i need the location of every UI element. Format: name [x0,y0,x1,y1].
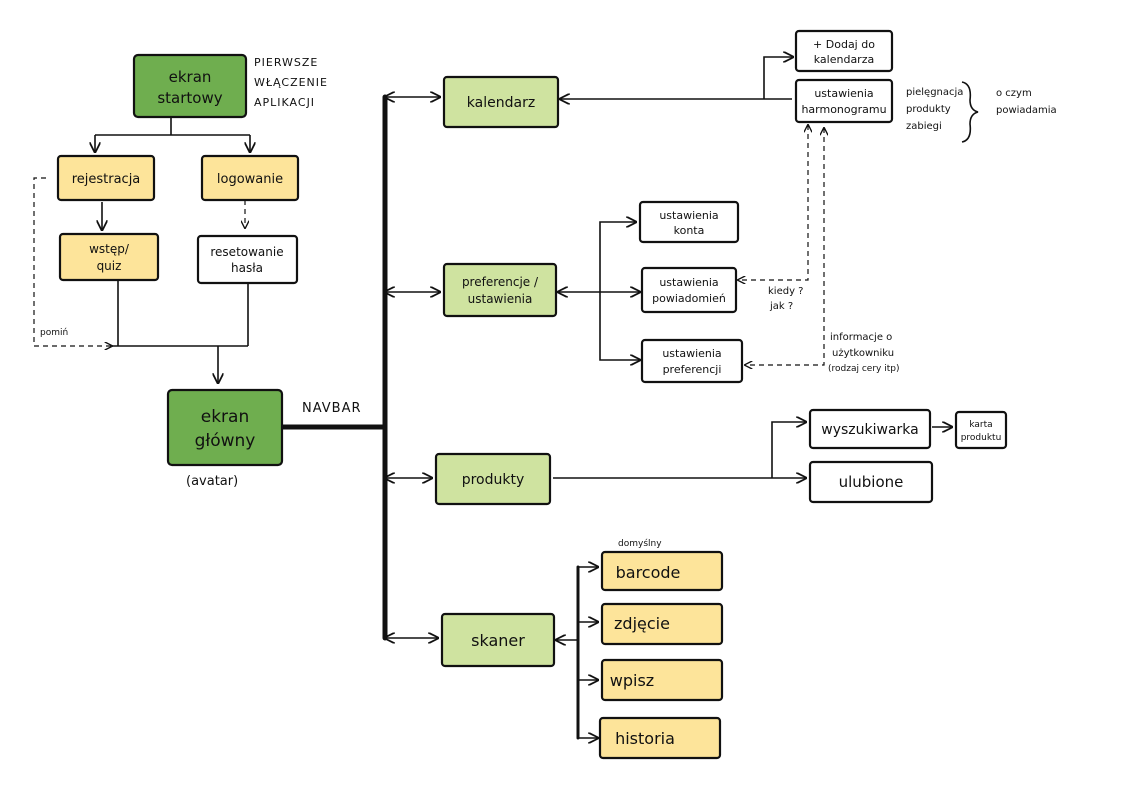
node-rejestracja-label: rejestracja [72,172,141,187]
node-ustawienia-powiadomien: ustawienia powiadomień [640,266,738,314]
note-kiedy: kiedy ? [768,286,803,297]
edge-kalendarz-dodaj [763,57,793,99]
node-powiadomien-line1: ustawienia [659,276,718,289]
node-dodaj-do-kalendarza: + Dodaj do kalendarza [794,29,894,73]
node-skaner-label: skaner [471,631,525,650]
node-ekran-startowy: ekran startowy [132,53,248,119]
note-informacje-line2: użytkowniku [832,348,894,359]
node-ekran-glowny-line1: ekran [201,407,250,427]
note-domyslny: domyślny [618,538,662,549]
note-harmonogram-item-1: pielęgnacja [906,87,963,98]
note-avatar: (avatar) [186,474,238,489]
edge-pomin [33,177,112,346]
note-informacje-line1: informacje o [830,332,892,343]
node-ustawienia-preferencji: ustawienia preferencji [640,338,744,384]
node-logowanie: logowanie [200,154,300,202]
edge-dash-harmonogram-powiadomien [738,125,808,280]
node-preferencje-line2: ustawienia [468,292,533,306]
note-pierwsze-line1: PIERWSZE [254,56,318,69]
node-logowanie-label: logowanie [217,172,283,187]
node-harmonogram-line1: ustawienia [814,87,873,100]
node-preferencje-line1: preferencje / [462,275,539,289]
node-ustawienia-harmonogramu: ustawienia harmonogramu [794,78,894,124]
node-wyszukiwarka-label: wyszukiwarka [821,422,918,438]
node-ulubione: ulubione [808,460,934,504]
node-produkty-label: produkty [462,472,525,488]
node-wstep-quiz-line1: wstęp/ [89,242,130,256]
note-jak: jak ? [769,301,793,312]
node-dodaj-line2: kalendarza [814,53,874,66]
node-konta-line1: ustawienia [659,209,718,222]
node-ekran-glowny-line2: główny [195,431,256,451]
node-barcode-label: barcode [616,563,681,582]
node-historia: historia [598,716,722,760]
node-ulubione-label: ulubione [839,473,904,491]
node-resetowanie-hasla-line2: hasła [231,261,263,275]
node-preferencji-line1: ustawienia [662,347,721,360]
note-harmonogram-item-3: zabiegi [906,121,942,132]
node-preferencje: preferencje / ustawienia [442,262,558,318]
note-pomin: pomiń [40,328,68,338]
note-pierwsze-line3: APLIKACJI [254,96,315,109]
node-powiadomien-line2: powiadomień [652,292,726,305]
edge-start-split [95,117,250,136]
node-karta-line1: karta [969,420,992,430]
node-zdjecie-label: zdjęcie [614,614,670,633]
node-kalendarz: kalendarz [442,75,560,129]
node-resetowanie-hasla-line1: resetowanie [210,245,283,259]
note-o-czym-line2: powiadamia [996,105,1057,116]
node-zdjecie: zdjęcie [600,602,724,646]
node-wyszukiwarka: wyszukiwarka [808,408,932,450]
node-wstep-quiz-line2: quiz [97,259,122,273]
node-skaner: skaner [440,612,556,668]
edges [33,57,952,738]
node-ekran-glowny: ekran główny [166,388,284,467]
node-wpisz-label: wpisz [610,671,654,690]
note-harmonogram-item-2: produkty [906,104,951,115]
node-ekran-startowy-line2: startowy [157,89,222,107]
edge-produkty-wyszukiwarka [771,422,806,478]
node-kalendarz-label: kalendarz [467,95,535,111]
note-pierwsze-line2: WŁĄCZENIE [254,76,328,89]
node-karta-produktu: karta produktu [954,410,1008,450]
node-barcode: barcode [600,550,724,592]
node-preferencji-line2: preferencji [663,363,722,376]
node-historia-label: historia [615,729,675,748]
node-dodaj-line1: + Dodaj do [813,38,875,51]
note-navbar: NAVBAR [302,401,362,416]
node-karta-line2: produktu [961,433,1002,443]
node-rejestracja: rejestracja [56,154,156,202]
node-harmonogram-line2: harmonogramu [801,103,886,116]
node-wpisz: wpisz [600,658,724,702]
note-brace [961,81,979,143]
edge-pref-konta [599,222,636,292]
notes: PIERWSZE WŁĄCZENIE APLIKACJI pomiń (avat… [40,56,1057,549]
edge-dash-harmonogram-preferencji [745,128,824,365]
node-produkty: produkty [434,452,552,506]
edge-pref-preferencji [599,292,640,360]
node-konta-line2: konta [674,224,705,237]
node-resetowanie-hasla: resetowanie hasła [196,234,299,285]
note-o-czym-line1: o czym [996,88,1032,99]
node-ekran-startowy-line1: ekran [169,68,212,86]
node-wstep-quiz: wstęp/ quiz [58,232,160,282]
node-ustawienia-konta: ustawienia konta [638,200,740,244]
note-informacje-line3: (rodzaj cery itp) [828,364,899,374]
